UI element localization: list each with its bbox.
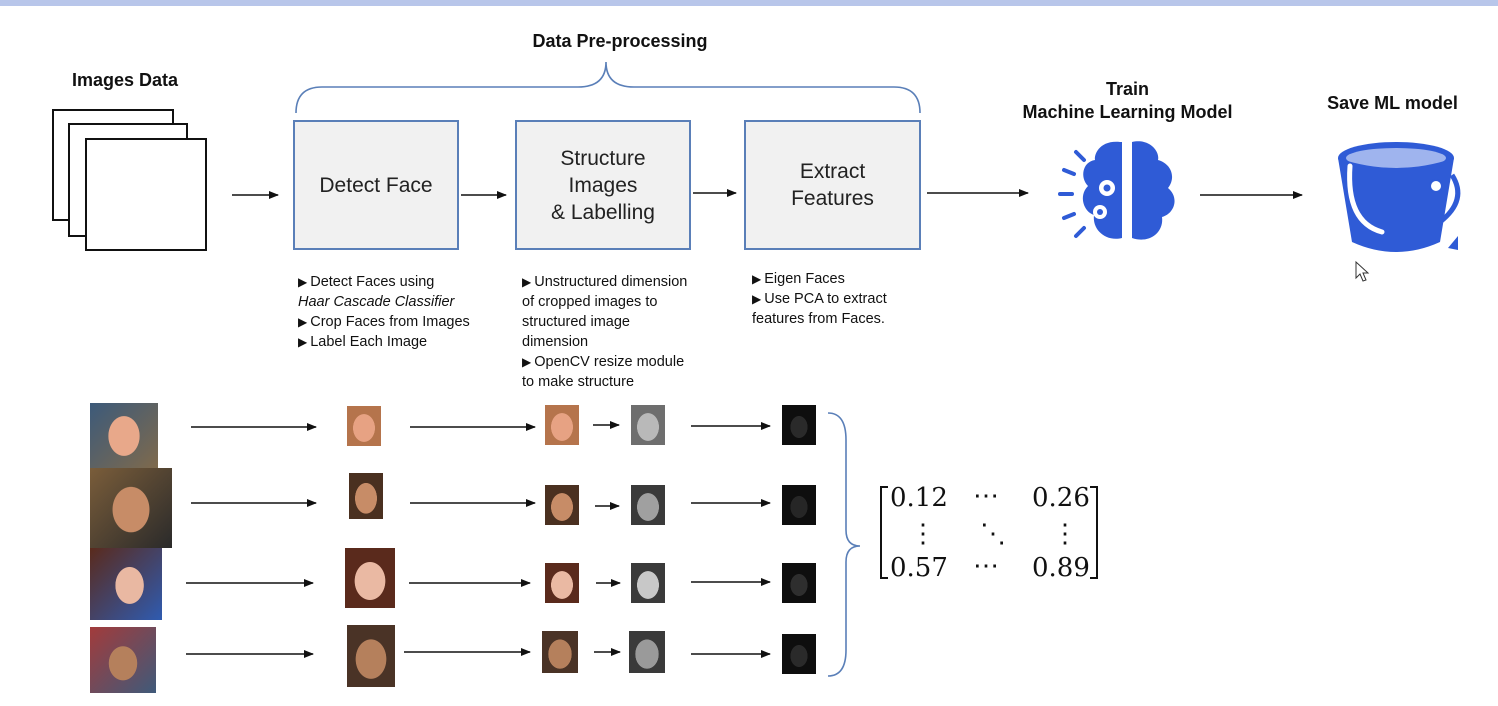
detect-notes: ▶Detect Faces using Haar Cascade Classif…: [298, 274, 470, 350]
extract-note-1: Eigen Faces: [764, 271, 845, 287]
detect-note-1-cont: Haar Cascade Classifier: [298, 294, 455, 310]
detect-face-label: Detect Face: [319, 173, 433, 197]
cropped-face-row1: [347, 406, 381, 446]
structure-note-6: to make structure: [522, 374, 635, 390]
eigen-face-row2: [782, 485, 816, 525]
mouse-cursor-icon: [1355, 260, 1370, 282]
gray-face-row4: [629, 631, 665, 673]
eigen-face-row3: [782, 563, 816, 603]
structure-note-2: of cropped images to: [522, 294, 658, 310]
cropped-face-row3: [345, 548, 395, 608]
resized-face-row4: [542, 631, 578, 673]
detect-note-3: Label Each Image: [310, 334, 428, 350]
matrix-top-left: 0.12: [890, 483, 948, 513]
gray-face-row3: [631, 563, 665, 603]
images-data-label: Images Data: [71, 70, 179, 90]
resized-face-row1: [545, 405, 579, 445]
structure-note-1: Unstructured dimension: [534, 274, 688, 290]
preprocessing-brace: [295, 61, 921, 114]
train-label-line1: Train: [1105, 79, 1149, 99]
structure-note-5: OpenCV resize module: [534, 354, 685, 370]
extract-label-line2: Features: [791, 187, 874, 210]
face-photo-row1: [90, 403, 158, 469]
matrix-top-right: 0.26: [1032, 483, 1090, 513]
structure-note-3: structured image: [522, 314, 630, 330]
features-brace: [827, 412, 861, 677]
face-photo-row4: [90, 627, 156, 693]
structure-label-line1: Structure: [560, 146, 646, 170]
detect-note-2: Crop Faces from Images: [310, 314, 470, 330]
eigen-face-row4: [782, 634, 816, 674]
gray-face-row1: [631, 405, 665, 445]
train-label: Train Machine Learning Model: [990, 78, 1265, 124]
save-model-label: Save ML model: [1327, 93, 1458, 113]
detect-face-box: Detect Face: [293, 120, 459, 250]
eigen-face-row1: [782, 405, 816, 445]
structure-images-box: Structure Images & Labelling: [515, 120, 691, 250]
matrix-bottom-right: 0.89: [1032, 553, 1090, 583]
data-preprocessing-title: Data Pre-processing: [532, 31, 708, 51]
matrix-ddots: ⋱: [980, 519, 1006, 549]
structure-label-line3: & Labelling: [551, 200, 655, 224]
face-photo-row2: [90, 468, 172, 548]
train-label-line2: Machine Learning Model: [1022, 102, 1233, 122]
extract-notes: ▶Eigen Faces ▶Use PCA to extract feature…: [752, 271, 887, 327]
detect-note-1: Detect Faces using: [310, 274, 435, 290]
extract-features-box: Extract Features: [744, 120, 921, 250]
matrix-bottom-left: 0.57: [890, 553, 948, 583]
extract-note-2: Use PCA to extract: [764, 291, 887, 307]
structure-label-line2: Images: [568, 173, 638, 197]
stacked-images-icon: [52, 109, 207, 251]
cropped-face-row4: [347, 625, 395, 687]
structure-notes: ▶Unstructured dimension of cropped image…: [522, 274, 688, 390]
resized-face-row3: [545, 563, 579, 603]
resized-face-row2: [545, 485, 579, 525]
face-photo-row3: [90, 548, 162, 620]
bucket-icon: [1338, 142, 1461, 252]
structure-note-4: dimension: [522, 334, 589, 350]
matrix-vdots-left: ⋮: [910, 519, 936, 549]
brain-gear-icon: [1058, 140, 1175, 242]
matrix-hdots: ⋯: [973, 481, 999, 511]
matrix-hdots-bottom: ⋯: [973, 551, 999, 581]
feature-matrix: 0.12 ⋯ 0.26 ⋮ ⋱ ⋮ 0.57 ⋯ 0.89: [880, 481, 1098, 583]
extract-note-3: features from Faces.: [752, 311, 885, 327]
extract-label-line1: Extract: [799, 160, 866, 183]
matrix-vdots-right: ⋮: [1052, 519, 1078, 549]
cropped-face-row2: [349, 473, 383, 519]
top-accent-bar: [0, 0, 1498, 6]
gray-face-row2: [631, 485, 665, 525]
